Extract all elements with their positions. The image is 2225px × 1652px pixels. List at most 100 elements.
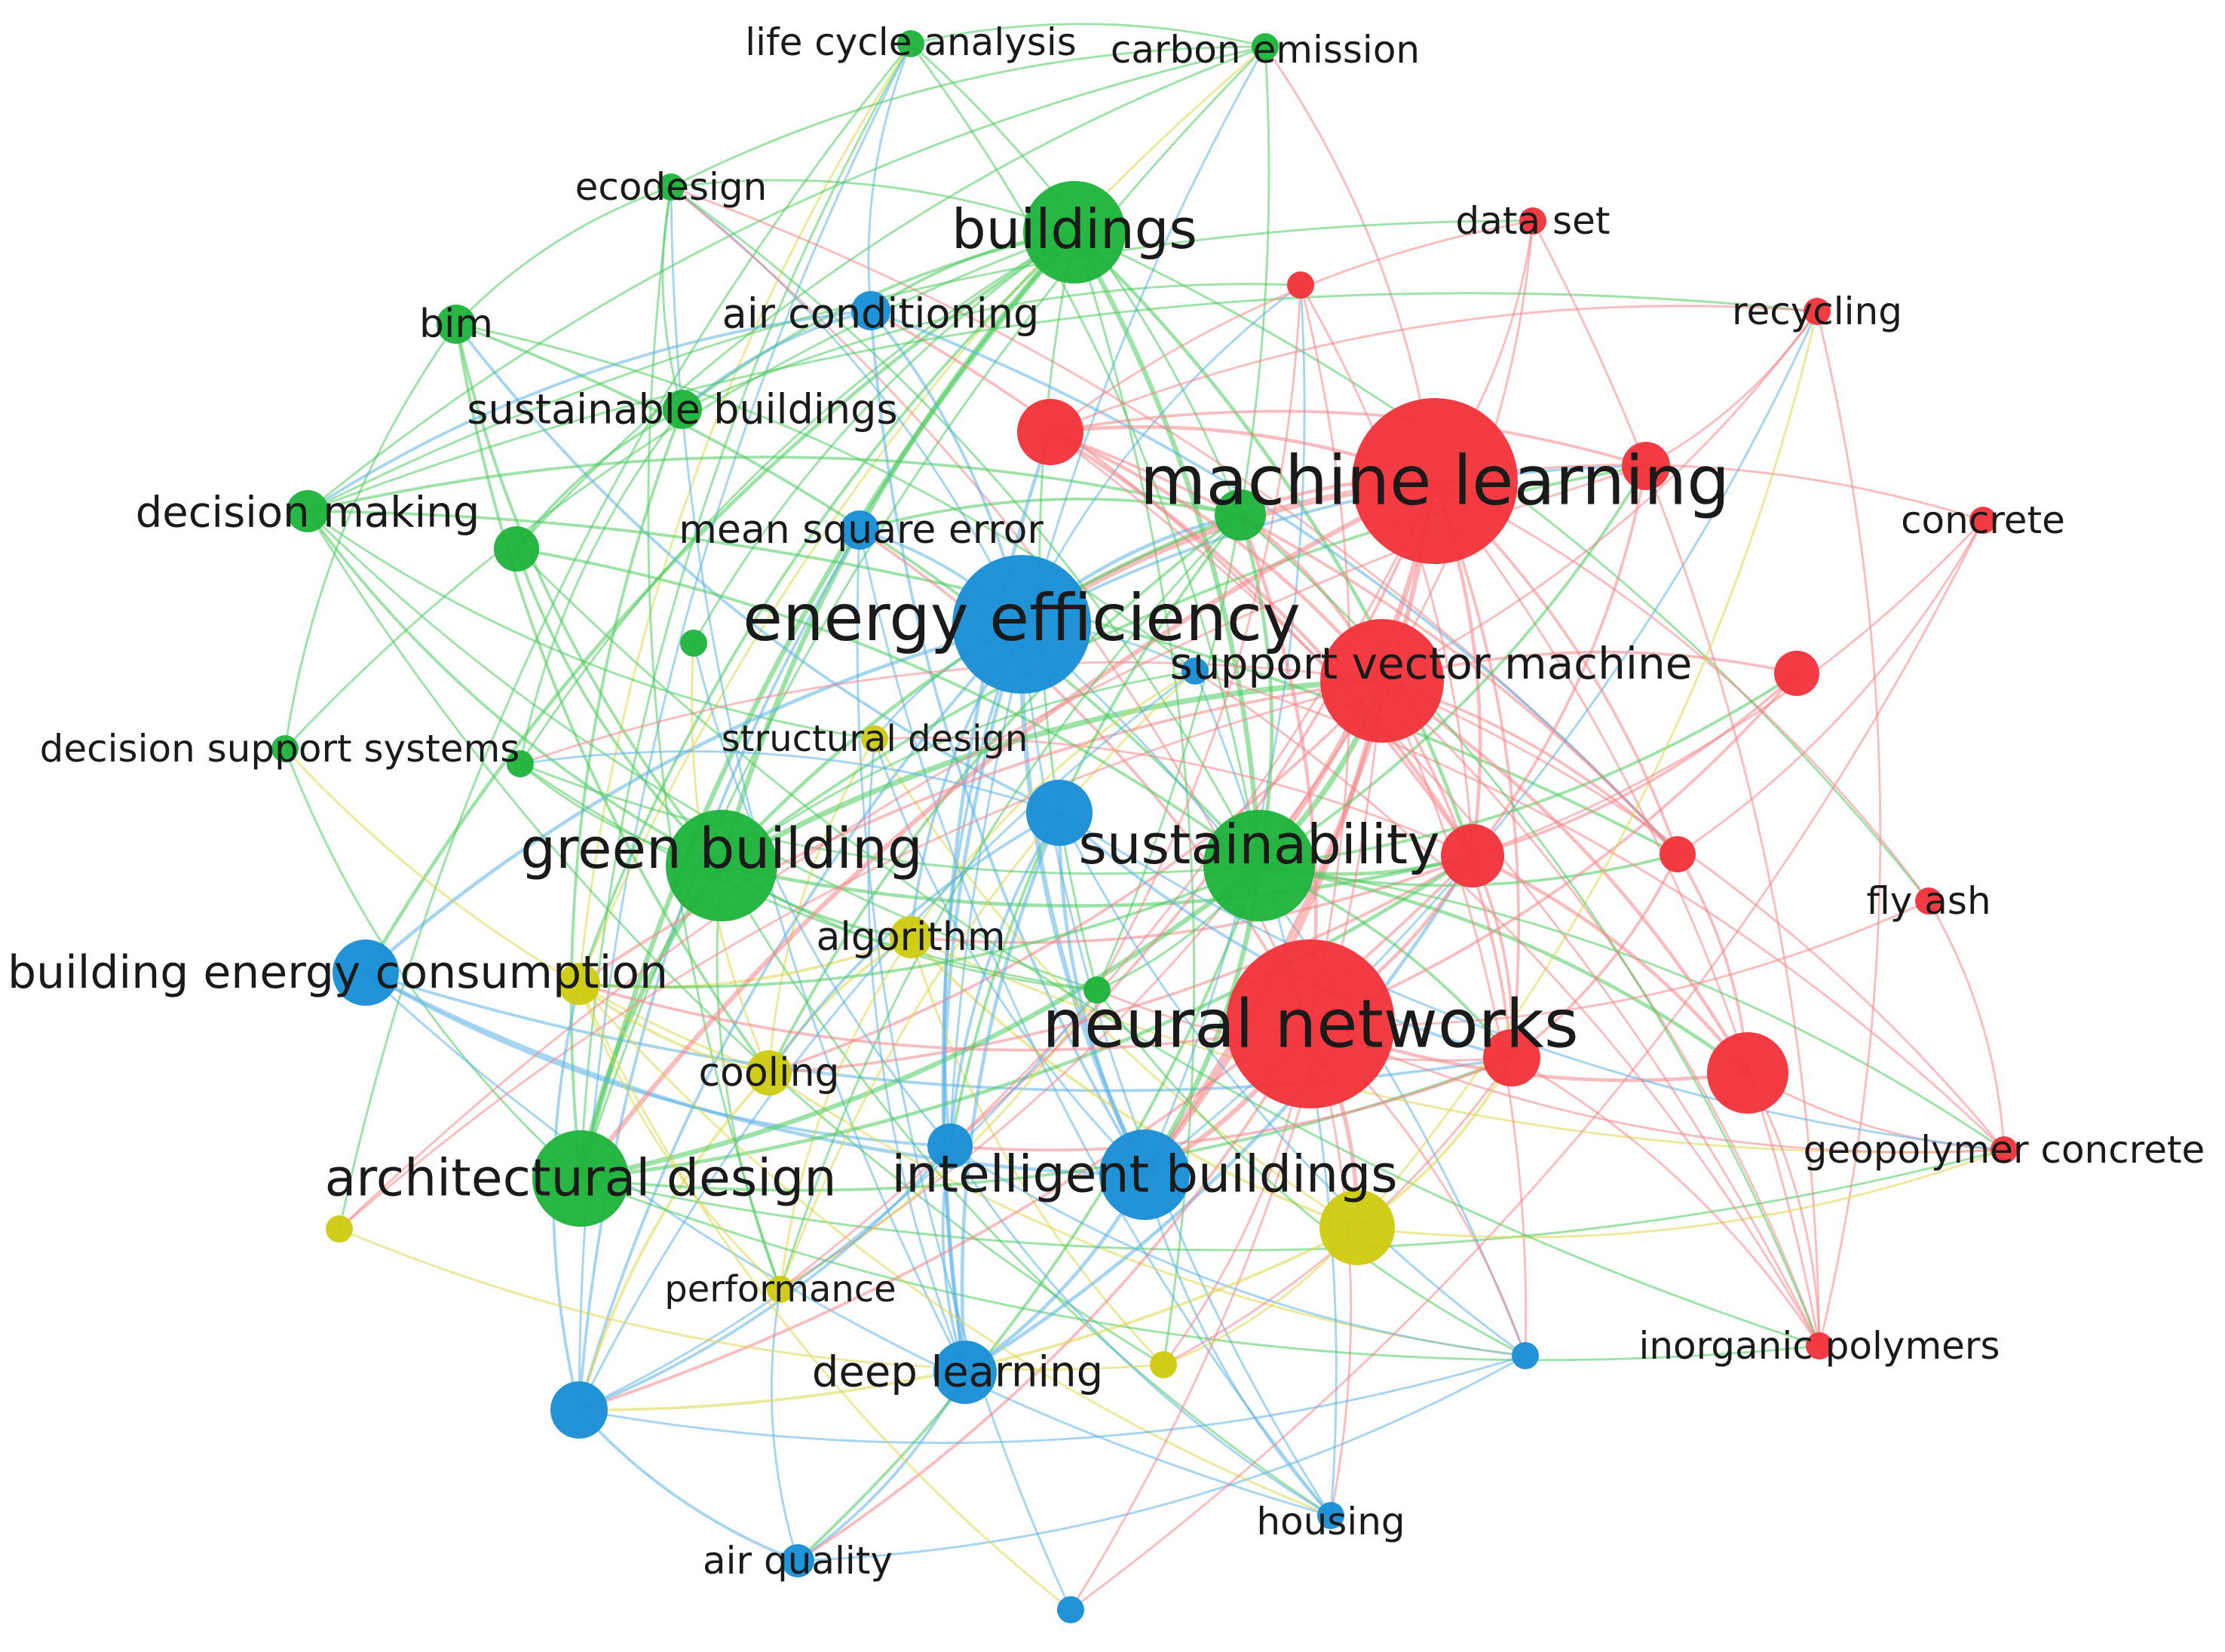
link-sustainability--u-red-3 — [1258, 465, 1647, 867]
node-life-cycle-analysis[interactable] — [897, 30, 924, 57]
link-intelligent-buildings--u-red-1 — [1143, 284, 1306, 1175]
node-support-vector-machine[interactable] — [1320, 619, 1444, 743]
link-recycling--u-red-2 — [1050, 305, 1818, 434]
node-architectural-design[interactable] — [532, 1130, 629, 1227]
node-decision-making[interactable] — [287, 490, 329, 532]
node-u-red-2[interactable] — [1017, 399, 1083, 465]
node-geopolymer-concrete[interactable] — [1991, 1136, 2018, 1163]
link-support-vector-machine--u-red-7 — [1381, 679, 1750, 1074]
link-u-red-4--u-red-6 — [1472, 672, 1798, 857]
node-u-green-3[interactable] — [494, 526, 539, 572]
node-u-blue-1[interactable] — [1181, 657, 1209, 685]
node-building-energy-consumption[interactable] — [333, 939, 399, 1006]
link-ecodesign--sustainability — [670, 185, 1261, 866]
node-label-carbon-emission: carbon emission — [1111, 28, 1420, 72]
node-label-sustainability: sustainability — [1078, 813, 1439, 876]
node-recycling[interactable] — [1804, 298, 1831, 325]
node-intelligent-buildings[interactable] — [1099, 1129, 1190, 1220]
link-green-building--support-vector-machine — [720, 678, 1383, 869]
node-u-blue-3[interactable] — [927, 1123, 973, 1169]
node-label-sustainable-buildings: sustainable buildings — [467, 386, 897, 434]
node-mean-square-error[interactable] — [840, 510, 879, 550]
node-ecodesign[interactable] — [657, 173, 685, 201]
node-air-conditioning[interactable] — [851, 291, 890, 330]
node-machine-learning[interactable] — [1352, 398, 1518, 564]
node-label-structural-design: structural design — [722, 718, 1028, 760]
link-buildings--fly-ash — [1074, 231, 1930, 902]
node-label-building-energy-consumption: building energy consumption — [8, 946, 668, 999]
node-sustainability[interactable] — [1203, 810, 1315, 921]
link-recycling--inorganic-polymers — [1816, 311, 1882, 1347]
node-green-building[interactable] — [666, 810, 777, 921]
node-neural-networks[interactable] — [1226, 939, 1395, 1108]
node-u-green-1[interactable] — [1215, 489, 1266, 541]
link-energy-efficiency--u-red-3 — [1021, 464, 1647, 626]
link-air-conditioning--sustainable-buildings — [681, 309, 872, 411]
node-buildings[interactable] — [1023, 181, 1126, 284]
node-data-set[interactable] — [1519, 207, 1546, 234]
link-recycling--u-yellow-2 — [1356, 311, 1819, 1228]
node-u-red-4[interactable] — [1441, 824, 1504, 887]
link-deep-learning--u-blue-2 — [960, 812, 1062, 1373]
link-energy-efficiency--building-energy-consumption — [364, 622, 1022, 974]
node-air-quality[interactable] — [781, 1544, 814, 1577]
node-fly-ash[interactable] — [1915, 887, 1942, 915]
node-label-architectural-design: architectural design — [325, 1149, 837, 1209]
node-u-blue-6[interactable] — [1057, 1596, 1084, 1623]
node-cooling[interactable] — [746, 1050, 792, 1096]
node-algorithm[interactable] — [890, 916, 932, 958]
node-label-data-set: data set — [1456, 199, 1611, 243]
node-u-yellow-1[interactable] — [558, 963, 600, 1005]
link-concrete--u-blue-6 — [1070, 520, 1984, 1611]
node-u-green-2[interactable] — [680, 630, 707, 657]
node-label-green-building: green building — [520, 817, 923, 881]
link-energy-efficiency--housing — [1020, 624, 1332, 1516]
node-structural-design[interactable] — [861, 725, 888, 752]
node-housing[interactable] — [1317, 1502, 1344, 1529]
node-u-blue-5[interactable] — [1512, 1342, 1539, 1369]
node-deep-learning[interactable] — [933, 1341, 997, 1404]
node-u-red-6[interactable] — [1774, 651, 1819, 696]
link-machine-learning--inorganic-polymers — [1433, 480, 1821, 1347]
link-u-green-4--u-green-5 — [519, 762, 1098, 992]
link-sustainable-buildings--u-green-4 — [519, 409, 684, 765]
link-decision-making--green-building — [306, 510, 722, 867]
link-performance--machine-learning — [780, 480, 1436, 1291]
link-sustainability--geopolymer-concrete — [1258, 864, 2005, 1151]
link-u-red-3--u-red-4 — [1471, 465, 1647, 857]
node-decision-support-systems[interactable] — [271, 735, 299, 762]
node-performance[interactable] — [767, 1276, 794, 1303]
node-label-air-conditioning: air conditioning — [722, 290, 1040, 338]
link-geopolymer-concrete--u-blue-1 — [1194, 670, 2006, 1151]
node-u-red-3[interactable] — [1622, 442, 1670, 490]
node-energy-efficiency[interactable] — [952, 555, 1091, 694]
link-support-vector-machine--geopolymer-concrete — [1381, 679, 2006, 1151]
link-deep-learning--u-red-4 — [964, 854, 1475, 1374]
node-u-blue-4[interactable] — [550, 1381, 608, 1439]
node-sustainable-buildings[interactable] — [663, 390, 702, 429]
node-carbon-emission[interactable] — [1252, 33, 1279, 60]
link-green-building--u-green-1 — [720, 513, 1241, 867]
node-u-yellow-2[interactable] — [1319, 1190, 1395, 1265]
node-u-red-7[interactable] — [1707, 1032, 1788, 1114]
link-algorithm--performance — [779, 936, 912, 1290]
node-u-green-5[interactable] — [1083, 976, 1111, 1004]
node-inorganic-polymers[interactable] — [1806, 1332, 1833, 1359]
node-u-green-4[interactable] — [507, 750, 534, 777]
link-u-green-4--u-blue-2 — [519, 750, 1060, 814]
node-bim[interactable] — [437, 305, 476, 344]
node-u-red-5[interactable] — [1660, 836, 1696, 872]
link-u-blue-3--u-blue-5 — [949, 1145, 1526, 1357]
link-concrete--u-red-4 — [1472, 520, 1984, 857]
link-architectural-design--u-red-4 — [580, 854, 1474, 1181]
link-decision-support-systems--architectural-design — [283, 748, 581, 1180]
node-u-yellow-3[interactable] — [326, 1215, 353, 1243]
link-inorganic-polymers--u-green-1 — [1240, 513, 1821, 1347]
node-concrete[interactable] — [1969, 507, 1997, 534]
link-building-energy-consumption--intelligent-buildings — [364, 970, 1145, 1177]
node-u-red-1[interactable] — [1287, 271, 1314, 299]
node-u-yellow-4[interactable] — [1150, 1351, 1177, 1378]
node-u-red-8[interactable] — [1483, 1029, 1540, 1087]
node-u-blue-2[interactable] — [1026, 780, 1093, 846]
